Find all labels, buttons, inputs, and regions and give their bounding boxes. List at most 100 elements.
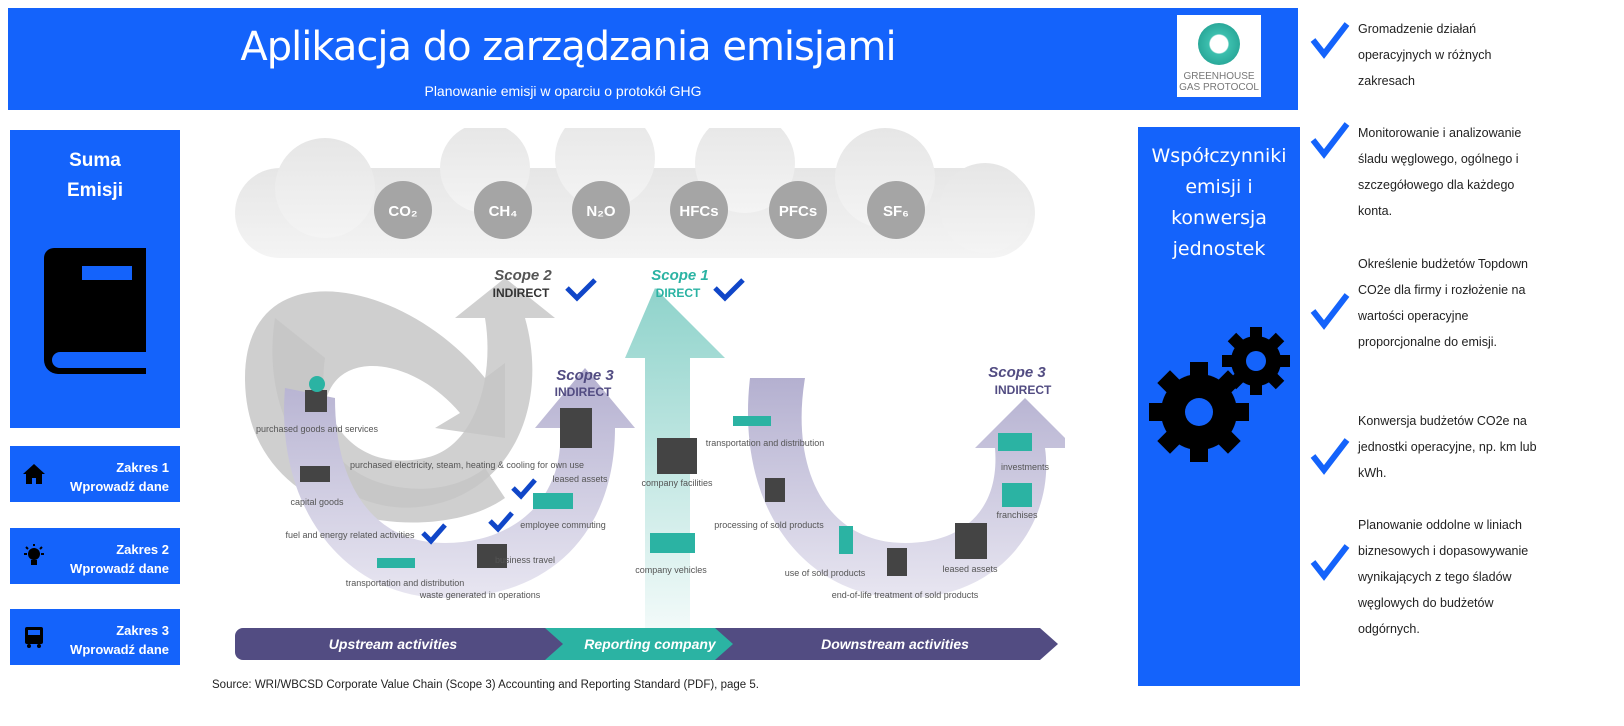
- gas-hfcs: HFCs: [670, 181, 728, 239]
- svg-text:franchises: franchises: [996, 510, 1038, 520]
- source-caption: Source: WRI/WBCSD Corporate Value Chain …: [212, 679, 759, 691]
- svg-text:Scope 1: Scope 1: [651, 267, 709, 284]
- gas-list: CO₂ CH₄ N₂O HFCs PFCs SF₆: [374, 181, 925, 239]
- svg-text:transportation and distributio: transportation and distribution: [346, 578, 465, 588]
- check-icon: [565, 278, 597, 302]
- check-icon: [713, 278, 745, 302]
- check-icon: [1310, 438, 1350, 475]
- storefront-icon: [1002, 483, 1032, 507]
- category-icons: [300, 376, 1032, 576]
- app-subtitle: Planowanie emisji w oparciu o protokół G…: [424, 83, 702, 99]
- reporting-segment: [545, 628, 743, 660]
- gas-co2: CO₂: [374, 181, 432, 239]
- crane-truck-icon: [300, 466, 330, 482]
- feature-item: Określenie budżetów Topdown CO2e dla fir…: [1310, 251, 1550, 355]
- feature-item: Planowanie oddolne w liniach biznesowych…: [1310, 512, 1550, 642]
- upstream-segment: [235, 628, 573, 660]
- svg-text:INDIRECT: INDIRECT: [995, 383, 1052, 397]
- check-icon: [1310, 122, 1350, 159]
- scope3-upstream-arrow: [284, 368, 635, 598]
- svg-text:Scope 2: Scope 2: [494, 267, 552, 284]
- category-labels: purchased goods and services capital goo…: [256, 424, 1050, 600]
- feature-item: Monitorowanie i analizowanie śladu węglo…: [1310, 120, 1550, 224]
- check-icon: [488, 511, 514, 533]
- train-icon: [533, 493, 573, 509]
- svg-text:leased assets: leased assets: [552, 474, 608, 484]
- svg-text:Downstream activities: Downstream activities: [821, 636, 969, 652]
- svg-text:CO₂: CO₂: [388, 203, 417, 220]
- svg-text:SF₆: SF₆: [883, 203, 909, 220]
- feature-item: Gromadzenie działań operacyjnych w różny…: [1310, 16, 1550, 94]
- ship-icon: [377, 558, 415, 568]
- recycle-bin-icon: [887, 548, 907, 576]
- scope1-label: Scope 1 DIRECT: [651, 267, 709, 300]
- gas-ch4: CH₄: [474, 181, 532, 239]
- money-icon: [998, 433, 1032, 451]
- svg-text:CH₄: CH₄: [489, 203, 518, 220]
- building-icon: [657, 438, 697, 474]
- summary-title: Suma: [69, 150, 121, 171]
- building-icon: [560, 408, 592, 448]
- truck-icon: [22, 625, 46, 649]
- ghg-scopes-diagram: CO₂ CH₄ N₂O HFCs PFCs SF₆ Scope 2 INDIREC…: [235, 128, 1065, 660]
- svg-text:PFCs: PFCs: [779, 203, 817, 220]
- feature-item: Konwersja budżetów CO2e na jednostki ope…: [1310, 408, 1550, 486]
- cloud: [235, 128, 1035, 258]
- gas-n2o: N₂O: [572, 181, 630, 239]
- lightbulb-icon: [839, 526, 853, 554]
- header-banner: Aplikacja do zarządzania emisjami Planow…: [8, 8, 1298, 110]
- svg-text:purchased goods and services: purchased goods and services: [256, 424, 379, 434]
- svg-text:transportation and distributio: transportation and distribution: [706, 438, 825, 448]
- svg-text:Scope 3: Scope 3: [988, 364, 1046, 381]
- building-icon: [955, 523, 987, 559]
- value-chain-bar: Upstream activities Reporting company Do…: [235, 628, 1058, 660]
- gas-sf6: SF₆: [867, 181, 925, 239]
- svg-text:INDIRECT: INDIRECT: [493, 286, 550, 300]
- factory-icon: [765, 478, 785, 502]
- truck-icon: [650, 533, 695, 553]
- downstream-segment: [715, 628, 1058, 660]
- lightbulb-icon: [22, 544, 46, 568]
- scope3-downstream-label: Scope 3 INDIRECT: [988, 364, 1052, 397]
- check-icon: [511, 478, 537, 500]
- svg-text:INDIRECT: INDIRECT: [555, 385, 612, 399]
- svg-text:DIRECT: DIRECT: [656, 286, 701, 300]
- svg-text:investments: investments: [1001, 462, 1050, 472]
- svg-text:N₂O: N₂O: [586, 203, 615, 220]
- svg-text:leased assets: leased assets: [942, 564, 998, 574]
- book-icon: [44, 248, 146, 374]
- home-icon: [22, 462, 46, 486]
- app-title: Aplikacja do zarządzania emisjami: [240, 24, 896, 70]
- check-marks: [421, 278, 745, 545]
- dumpster-icon: [477, 544, 507, 568]
- check-icon: [421, 523, 447, 545]
- svg-text:company facilities: company facilities: [641, 478, 713, 488]
- check-icon: [1310, 22, 1350, 59]
- svg-text:company vehicles: company vehicles: [635, 565, 707, 575]
- svg-text:waste generated in operations: waste generated in operations: [419, 590, 541, 600]
- check-icon: [1310, 544, 1350, 581]
- svg-text:purchased electricity, steam,: purchased electricity, steam, heating & …: [350, 460, 584, 470]
- svg-text:use of sold products: use of sold products: [785, 568, 866, 578]
- svg-text:capital goods: capital goods: [290, 497, 344, 507]
- factory-icon: [305, 390, 327, 412]
- gas-pfcs: PFCs: [769, 181, 827, 239]
- svg-text:Scope 3: Scope 3: [556, 367, 614, 384]
- scope2-label: Scope 2 INDIRECT: [493, 267, 553, 300]
- gears-icon: [1149, 327, 1290, 462]
- svg-text:end-of-life treatment of sold: end-of-life treatment of sold products: [832, 590, 979, 600]
- svg-text:business travel: business travel: [495, 555, 555, 565]
- svg-text:fuel and energy related activi: fuel and energy related activities: [285, 530, 415, 540]
- svg-text:processing of sold products: processing of sold products: [714, 520, 824, 530]
- ship-icon: [733, 416, 771, 426]
- check-icon: [1310, 293, 1350, 330]
- svg-text:HFCs: HFCs: [679, 203, 718, 220]
- svg-text:employee commuting: employee commuting: [520, 520, 606, 530]
